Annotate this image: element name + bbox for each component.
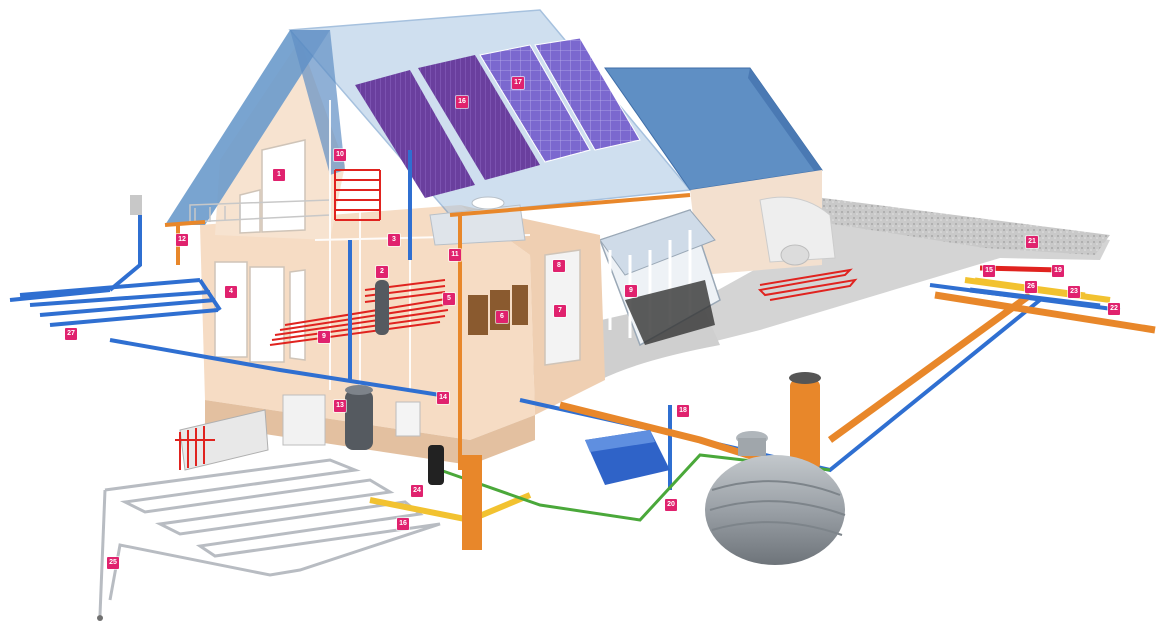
callout-18: 18 (677, 405, 689, 417)
callout-7: 7 (554, 305, 566, 317)
callout-21: 21 (1026, 236, 1038, 248)
callout-10: 10 (334, 149, 346, 161)
ground-heat-collector (105, 460, 440, 600)
callout-16-second: 16 (397, 518, 409, 530)
callout-5: 5 (443, 293, 455, 305)
infiltration-blocks (585, 430, 670, 485)
callout-13: 13 (334, 400, 346, 412)
callout-8: 8 (553, 260, 565, 272)
callout-12: 12 (176, 234, 188, 246)
callout-22: 22 (1108, 303, 1120, 315)
callout-27: 27 (65, 328, 77, 340)
callout-20: 20 (665, 499, 677, 511)
callout-26: 26 (1025, 281, 1037, 293)
callout-1: 1 (273, 169, 285, 181)
callout-3: 3 (388, 234, 400, 246)
callout-25: 25 (107, 557, 119, 569)
callout-6: 6 (496, 311, 508, 323)
callout-11: 11 (449, 249, 461, 261)
callout-17: 17 (512, 77, 524, 89)
callout-2: 2 (376, 266, 388, 278)
callout-23: 23 (1068, 286, 1080, 298)
callout-4: 4 (225, 286, 237, 298)
callout-19: 19 (1052, 265, 1064, 277)
ventilation-intake (130, 195, 142, 215)
callout-14: 14 (437, 392, 449, 404)
callout-16: 16 (456, 96, 468, 108)
callout-9-second: 9 (625, 285, 637, 297)
garden-tap-shaft (428, 445, 444, 485)
inspection-shaft (790, 380, 820, 470)
callout-9: 9 (318, 331, 330, 343)
callout-15: 15 (983, 265, 995, 277)
drain-stack (462, 455, 482, 550)
callout-24: 24 (411, 485, 423, 497)
